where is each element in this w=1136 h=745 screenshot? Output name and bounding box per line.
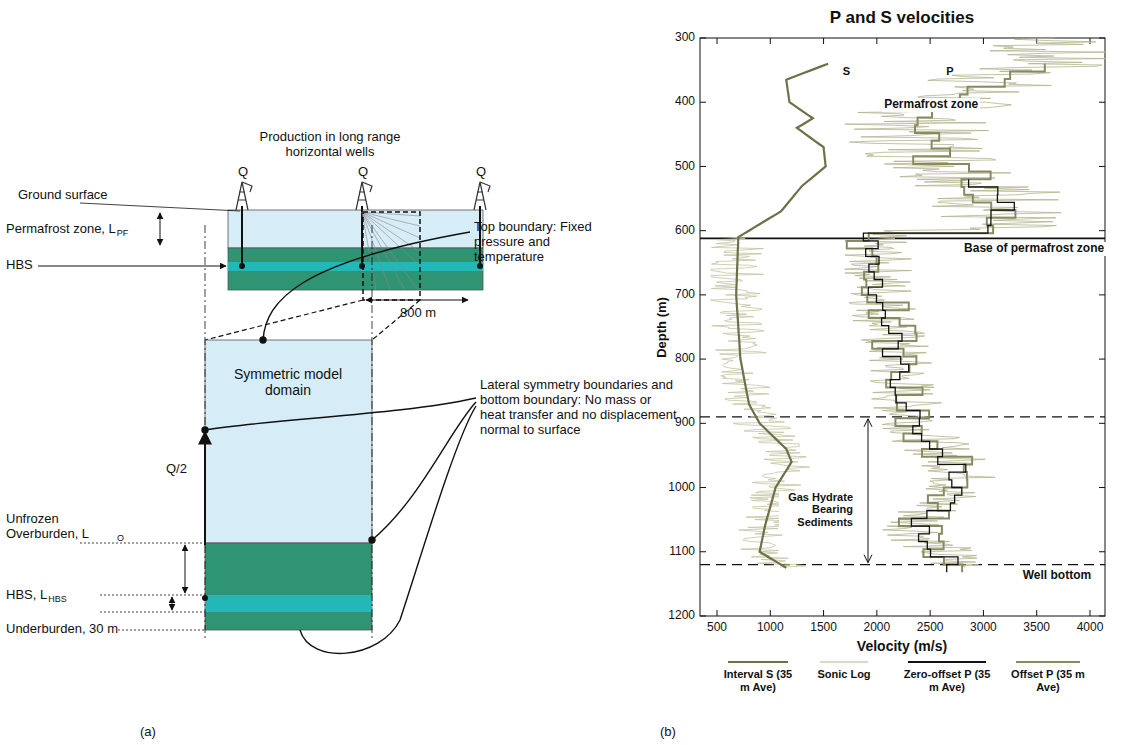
arrow-heads <box>864 419 872 563</box>
subscript: O <box>117 533 124 543</box>
tick-label: 1200 <box>668 609 695 623</box>
label: S <box>843 65 850 78</box>
label: P <box>946 65 953 78</box>
label: Q <box>358 165 368 180</box>
tick-label: 4000 <box>1077 621 1104 635</box>
label: Velocity (m/s) <box>857 638 947 654</box>
legend-sample <box>1016 661 1080 663</box>
legend-text: Offset P (35 m Ave) <box>1010 668 1086 693</box>
tick-label: 1000 <box>757 621 784 635</box>
legend-sample <box>728 661 788 663</box>
label: (a) <box>140 725 156 740</box>
label: Lateral symmetry boundaries and bottom b… <box>480 378 680 438</box>
tick-label: 500 <box>707 621 727 635</box>
label: HBS, L <box>6 588 47 603</box>
subscript: HBS <box>48 594 67 604</box>
tick-label: 400 <box>675 95 695 109</box>
subscript: PF <box>117 228 129 238</box>
chart-frame <box>700 38 1105 616</box>
tick-label: 2500 <box>917 621 944 635</box>
label: Unfrozen Overburden, L <box>6 512 116 542</box>
tick-label: 3500 <box>1023 621 1050 635</box>
legend-text: Zero-offset P (35 m Ave) <box>902 668 992 693</box>
label: Well bottom <box>1021 569 1093 583</box>
label: 800 m <box>400 306 436 321</box>
domain-text: Symmetric model domain <box>232 366 344 398</box>
model-domain-label: Symmetric model domain <box>232 366 344 398</box>
tick-label: 900 <box>675 416 695 430</box>
label: Top boundary: Fixed pressure and tempera… <box>474 220 604 265</box>
label: Depth (m) <box>655 297 670 358</box>
tick-label: 2000 <box>864 621 891 635</box>
tick-label: 300 <box>675 31 695 45</box>
label: Q/2 <box>166 462 187 477</box>
label: HBS <box>6 258 33 273</box>
tick-label: 1100 <box>669 545 695 559</box>
legend-text: Sonic Log <box>814 668 874 681</box>
label: Permafrost zone <box>882 98 980 112</box>
label: Permafrost zone, L <box>6 222 116 237</box>
label: Gas Hydrate Bearing Sediments <box>779 491 855 529</box>
offset-p <box>847 64 1045 573</box>
tick-label: 500 <box>675 160 695 174</box>
model-domain <box>80 225 476 653</box>
tick-label: 600 <box>675 224 695 238</box>
label: Base of permafrost zone <box>962 242 1106 256</box>
tick-label: 800 <box>675 352 695 366</box>
tick-label: 3000 <box>970 621 997 635</box>
label: Production in long range horizontal well… <box>245 130 415 160</box>
legend-text: Interval S (35 m Ave) <box>722 668 794 693</box>
tick-label: 700 <box>675 288 695 302</box>
tick-label: 1500 <box>810 621 837 635</box>
label: Ground surface <box>18 188 108 203</box>
label: (b) <box>660 725 676 740</box>
interval-arrow <box>868 419 869 563</box>
tick-label: 1000 <box>668 481 695 495</box>
axis-ticks <box>700 38 1105 616</box>
zero-offset-p <box>863 179 1014 572</box>
legend-sample <box>908 661 986 663</box>
label: Q <box>238 165 248 180</box>
legend-sample <box>820 662 868 663</box>
label: Underburden, 30 m <box>6 622 118 637</box>
label: P and S velocities <box>830 8 974 28</box>
base-permafrost-line <box>700 238 1105 240</box>
field-section <box>38 182 490 340</box>
label: Q <box>476 165 486 180</box>
